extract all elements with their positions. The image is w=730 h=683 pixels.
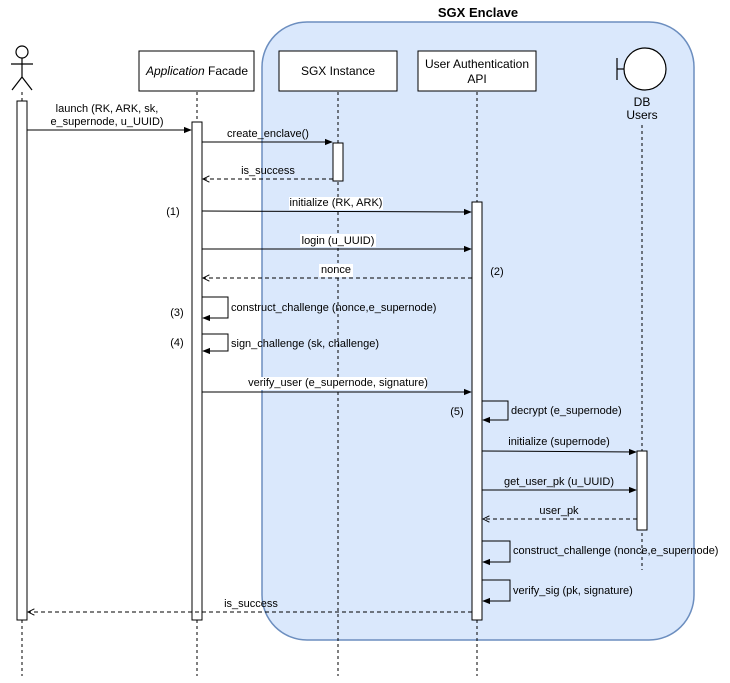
step-4-label: (4) (170, 337, 183, 349)
login-label: login (u_UUID) (302, 235, 375, 247)
verify-sig-arrow (482, 579, 511, 605)
construct-challenge-1-arrow (202, 296, 229, 322)
initialize-rk-ark-label: initialize (RK, ARK) (290, 197, 383, 209)
launch-label-line2: e_supernode, u_UUID) (50, 116, 163, 128)
nonce-label: nonce (321, 264, 351, 276)
construct-challenge-2-arrow (482, 540, 511, 566)
user-auth-api-box (417, 50, 537, 92)
app-facade-box (138, 50, 255, 92)
user-actor-icon (11, 45, 33, 91)
sign-challenge-label: sign_challenge (sk, challenge) (231, 338, 379, 350)
initialize-supernode-label: initialize (supernode) (508, 436, 610, 448)
construct-challenge-1-label: construct_challenge (nonce,e_supernode) (231, 302, 436, 314)
db-users-label-line2: Users (626, 108, 657, 122)
sgx-instance-label: SGX Instance (301, 64, 375, 78)
app-facade-activation-bar (191, 121, 203, 621)
sign-challenge-arrow (202, 333, 229, 355)
get-user-pk-label: get_user_pk (u_UUID) (504, 476, 614, 488)
step-5-label: (5) (450, 406, 463, 418)
decrypt-label: decrypt (e_supernode) (511, 405, 622, 417)
step-1-label: (1) (166, 206, 179, 218)
launch-label-line1: launch (RK, ARK, sk, (56, 103, 159, 115)
app-facade-label: Application Facade (145, 64, 248, 78)
user-pk-label: user_pk (539, 505, 579, 517)
create-enclave-label: create_enclave() (227, 128, 309, 140)
verify-sig-label: verify_sig (pk, signature) (513, 585, 633, 597)
initialize-rk-ark-arrow (201, 208, 472, 216)
is-success-2-label: is_success (224, 598, 278, 610)
db-users-activation-bar (636, 450, 648, 531)
decrypt-arrow (482, 400, 509, 424)
db-boundary-icon (616, 47, 667, 91)
initialize-supernode-arrow (481, 448, 637, 456)
sgx-instance-box (278, 50, 398, 92)
is-success-1-label: is_success (241, 165, 295, 177)
sgx-instance-activation-bar (332, 142, 344, 182)
user-activation-bar (16, 100, 28, 621)
user-auth-api-activation-bar (471, 201, 483, 621)
db-users-label-line1: DB (634, 95, 651, 109)
user-auth-api-label-line2: API (467, 72, 486, 86)
sgx-enclave-title: SGX Enclave (438, 5, 518, 20)
verify-user-label: verify_user (e_supernode, signature) (248, 377, 428, 389)
construct-challenge-2-label: construct_challenge (nonce,e_supernode) (513, 545, 718, 557)
user-auth-api-label-line1: User Authentication (425, 57, 529, 71)
step-2-label: (2) (490, 266, 503, 278)
step-3-label: (3) (170, 307, 183, 319)
